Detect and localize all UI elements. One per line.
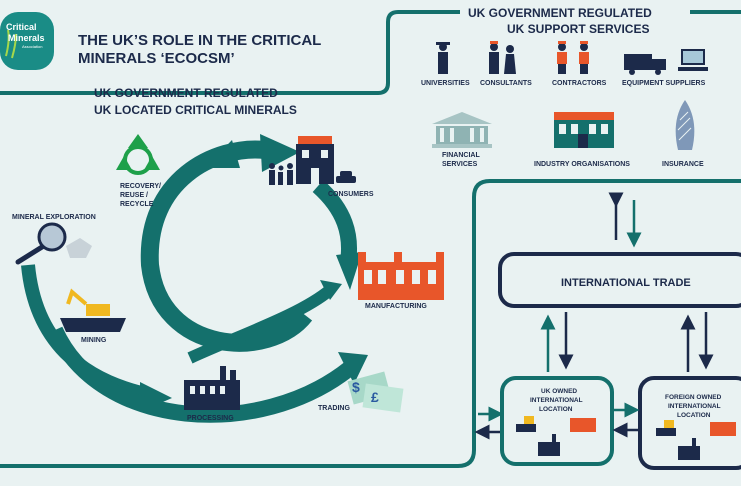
svg-text:$: $ <box>352 379 360 395</box>
lifecycle-circle <box>140 134 362 352</box>
gherkin-tower-icon <box>675 100 695 150</box>
bank-building-icon <box>432 112 492 148</box>
logo-text-1: Critical <box>6 22 37 32</box>
excavator-icon <box>60 288 126 332</box>
universities-label: UNIVERSITIES <box>421 80 470 87</box>
family-icon <box>269 163 293 185</box>
uk-owned-label-3: LOCATION <box>539 406 573 413</box>
located-heading-2: UK LOCATED CRITICAL MINERALS <box>94 103 297 117</box>
industry-organisations-building-icon <box>554 112 614 148</box>
cycle-arrow-processing-to-manufacturing <box>187 280 342 364</box>
foreign-owned-location-box <box>638 376 741 470</box>
foreign-owned-label-1: FOREIGN OWNED <box>665 394 722 401</box>
consultants-label: CONSULTANTS <box>480 80 532 87</box>
logo-text-3: Association <box>22 44 42 49</box>
support-heading-2: UK SUPPORT SERVICES <box>507 22 649 36</box>
insurance-label: INSURANCE <box>662 161 704 168</box>
factory-icon <box>358 252 444 300</box>
equipment-suppliers-label: EQUIPMENT SUPPLIERS <box>622 80 706 87</box>
big-arrow-processing-to-trading <box>47 326 368 423</box>
truck-icon <box>624 54 666 75</box>
uk-owned-label-2: INTERNATIONAL <box>530 397 583 404</box>
svg-text:£: £ <box>371 389 379 405</box>
foreign-owned-mini-icons <box>656 420 736 460</box>
foreign-owned-label-2: INTERNATIONAL <box>668 403 721 410</box>
contractors-icon <box>557 41 589 74</box>
mineral-exploration-label: MINERAL EXPLORATION <box>12 214 96 221</box>
computer-icon <box>678 49 708 71</box>
international-trade-label: INTERNATIONAL TRADE <box>561 277 691 289</box>
page-title-line-1: THE UK’S ROLE IN THE CRITICAL <box>78 32 321 49</box>
uk-owned-label-1: UK OWNED <box>541 388 577 395</box>
mining-label: MINING <box>81 337 107 344</box>
currency-notes-icon: $ £ <box>347 371 404 413</box>
support-heading-1: UK GOVERNMENT REGULATED <box>468 6 652 20</box>
car-icon <box>336 171 356 183</box>
recovery-label-2: REUSE / <box>120 192 148 199</box>
consultants-icon <box>489 41 516 74</box>
financial-services-label-2: SERVICES <box>442 161 478 168</box>
magnifying-glass-icon <box>15 222 92 265</box>
trading-label: TRADING <box>318 405 350 412</box>
foreign-owned-label-3: LOCATION <box>677 412 711 419</box>
industry-organisations-label: INDUSTRY ORGANISATIONS <box>534 161 630 168</box>
financial-services-label-1: FINANCIAL <box>442 152 480 159</box>
located-heading-1: UK GOVERNMENT REGULATED <box>94 86 278 100</box>
logo-text-2: Minerals <box>8 33 45 43</box>
frame-line-bottom <box>0 179 741 468</box>
international-trade-box <box>498 252 741 308</box>
universities-icon <box>436 42 450 74</box>
frame-line-top <box>0 10 741 95</box>
processing-plant-icon <box>184 366 240 410</box>
recovery-label-3: RECYCLE <box>120 201 154 208</box>
recovery-label-1: RECOVERY/ <box>120 183 161 190</box>
page-title-line-2: MINERALS ‘ECOCSM’ <box>78 50 235 67</box>
critical-minerals-logo: Critical Minerals Association <box>0 12 54 70</box>
uk-owned-mini-icons <box>516 416 596 456</box>
processing-label: PROCESSING <box>187 415 234 422</box>
contractors-label: CONTRACTORS <box>552 80 607 87</box>
consumers-label: CONSUMERS <box>328 191 374 198</box>
manufacturing-label: MANUFACTURING <box>365 303 427 310</box>
house-icon <box>296 136 334 184</box>
recycle-icon <box>116 134 160 175</box>
